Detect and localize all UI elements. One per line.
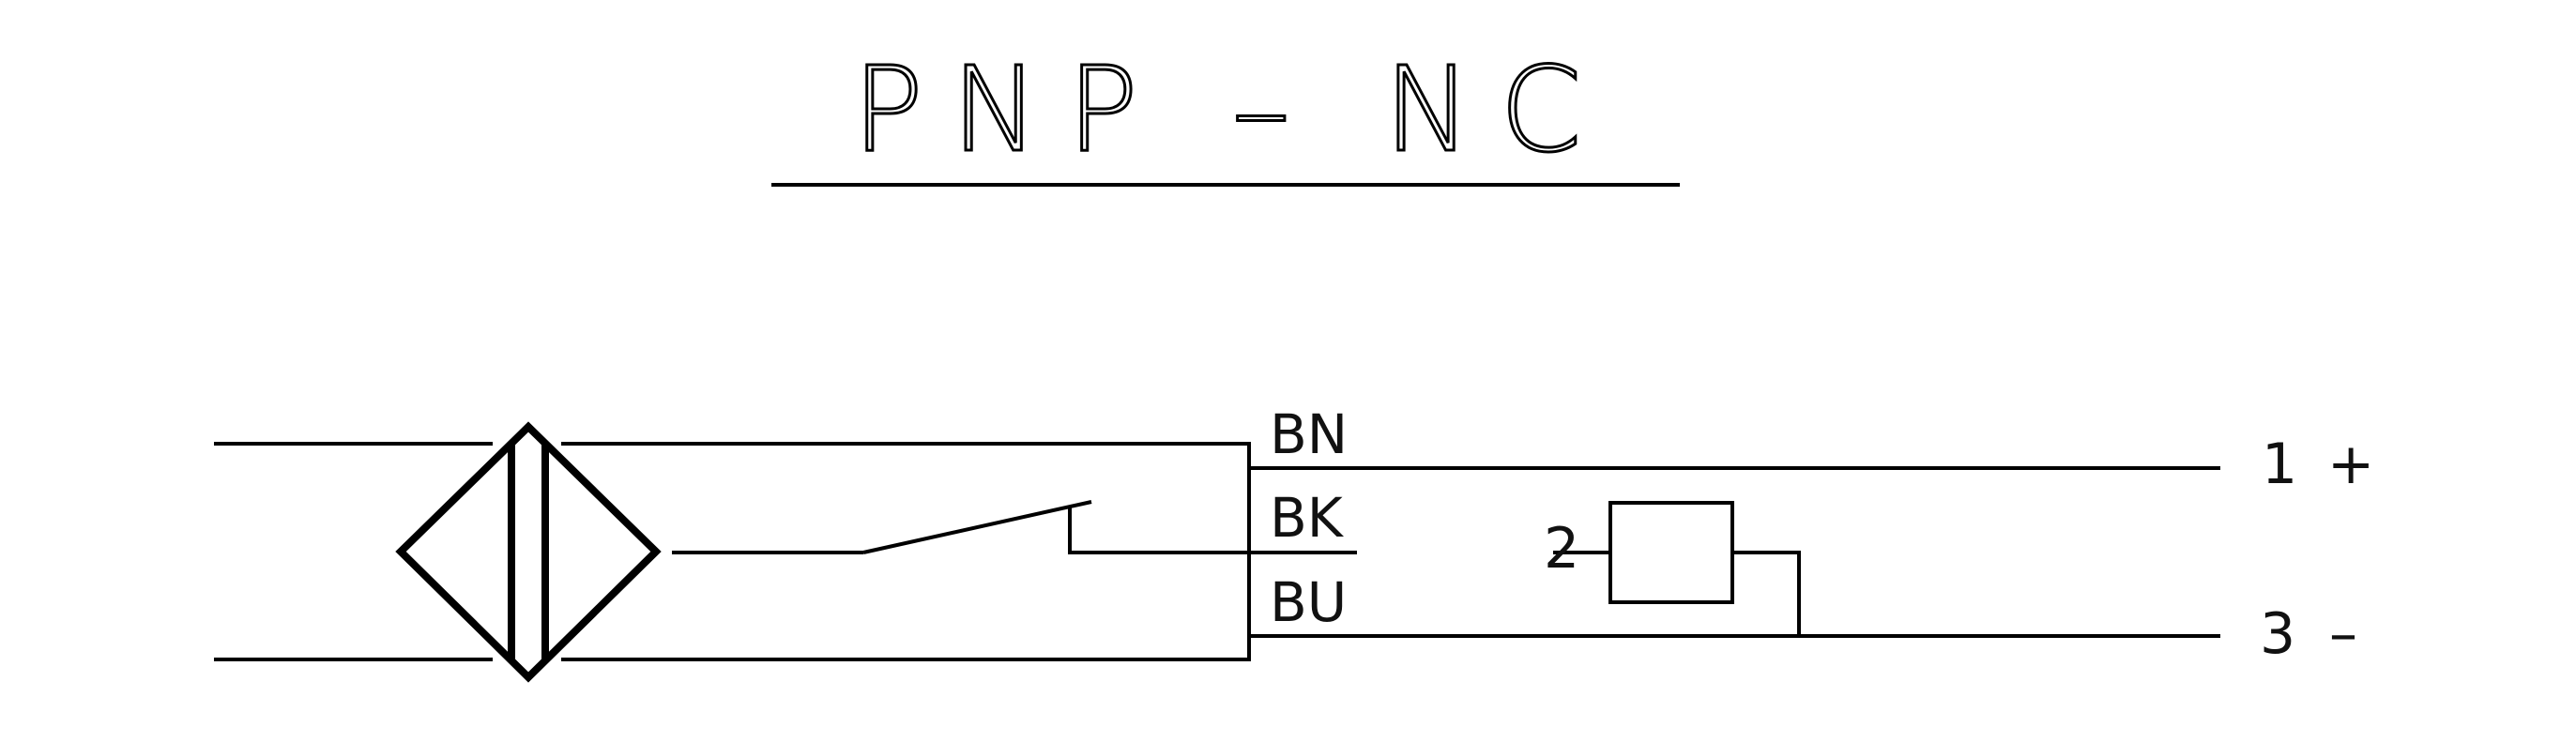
sensor-icon (395, 421, 662, 683)
load-box (1608, 501, 1734, 604)
terminal-1-number: 1 (2262, 432, 2297, 497)
load-resistor-icon (1553, 501, 1801, 636)
terminal-2-number: 2 (1544, 516, 1579, 582)
wire-label-bn: BN (1270, 402, 1348, 466)
nc-switch-icon (672, 500, 1357, 554)
sensor-diamond (395, 421, 662, 683)
diagram-title: PNP – NC (852, 42, 1609, 178)
load-return-wire (1732, 551, 1801, 636)
wire-label-bk: BK (1270, 486, 1345, 550)
wire-label-bu: BU (1270, 570, 1347, 634)
terminal-3-number: 3 (2260, 601, 2295, 667)
terminal-1-sign: + (2327, 432, 2374, 497)
terminal-3-sign: – (2329, 601, 2357, 667)
switch-blade (862, 500, 1092, 554)
